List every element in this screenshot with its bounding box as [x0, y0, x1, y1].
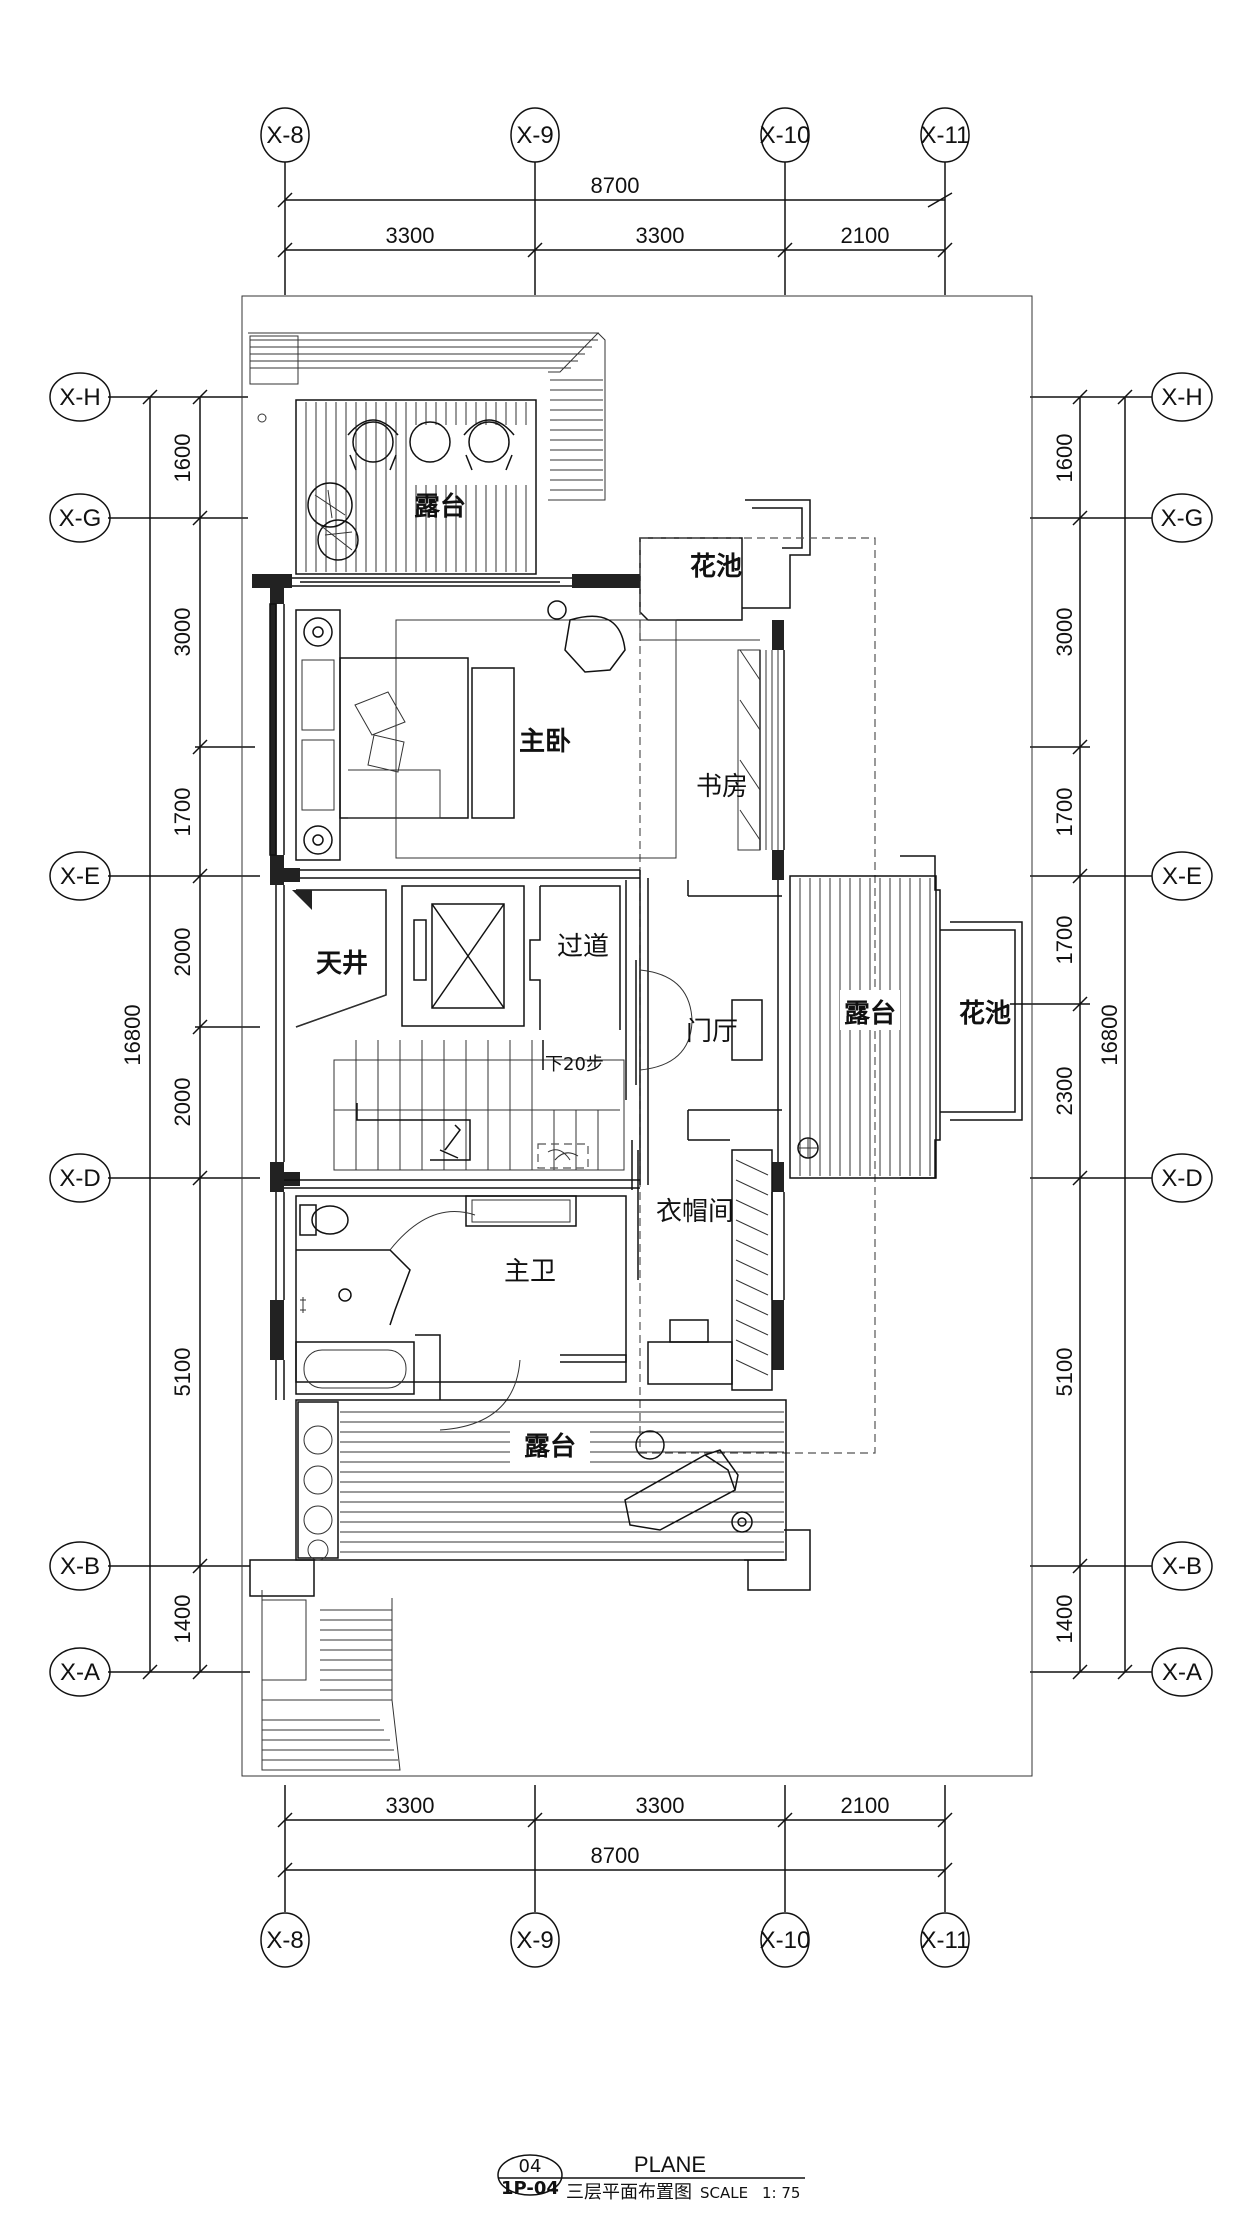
title-scale-label: SCALE	[700, 2184, 748, 2202]
dim-bottom-total: 8700	[591, 1843, 640, 1868]
grid-col-x9-bottom: X-9	[516, 1927, 553, 1954]
right-grid-bubbles: X-H X-G X-E X-D X-B X-A	[1151, 372, 1213, 1697]
grid-col-x9-top: X-9	[516, 122, 553, 149]
terrace-right-label: 露台	[844, 998, 896, 1029]
right-dimensions: 1600 3000 1700 1700 2300 5100 1400 16800	[1010, 389, 1152, 1680]
title-block: 04 1P-04 PLANE 三层平面布置图 SCALE 1: 75	[497, 2152, 805, 2203]
dim-right-6: 5100	[1052, 1348, 1077, 1397]
master-bedroom: 主卧 书房	[295, 600, 760, 861]
dim-bottom-1: 3300	[386, 1793, 435, 1818]
dim-right-2: 3000	[1052, 608, 1077, 657]
grid-row-xg-left: X-G	[59, 505, 102, 532]
title-name: 三层平面布置图	[566, 2182, 692, 2203]
right-terrace: 露台 花池	[789, 855, 1023, 1179]
dim-left-7: 1400	[170, 1595, 195, 1644]
flower-pool-top-label: 花池	[690, 552, 742, 582]
flower-pool-right-label: 花池	[959, 999, 1011, 1029]
master-bedroom-label: 主卧	[519, 727, 571, 757]
cloakroom-label: 衣帽间	[656, 1197, 734, 1227]
grid-col-x8-top: X-8	[266, 122, 303, 149]
dim-right-1: 1600	[1052, 434, 1077, 483]
grid-row-xd-left: X-D	[59, 1165, 100, 1192]
bottom-grid-bubbles: X-8 X-9 X-10 X-11	[260, 1912, 970, 1968]
plant-icon	[307, 482, 359, 561]
dim-right-4: 1700	[1052, 916, 1077, 965]
site-boundary	[241, 295, 1033, 1777]
title-code: 1P-04	[501, 2178, 559, 2199]
grid-row-xe-left: X-E	[60, 863, 100, 890]
top-dimensions: 8700 3300 3300 2100	[277, 162, 953, 295]
grid-row-xd-right: X-D	[1161, 1165, 1202, 1192]
master-bath: 主卫	[295, 1195, 627, 1431]
dim-top-2: 3300	[636, 223, 685, 248]
dim-right-total: 16800	[1097, 1004, 1122, 1065]
left-dimensions: 1600 3000 1700 2000 2000 5100 1400 16800	[108, 389, 260, 1680]
dim-left-3: 1700	[170, 788, 195, 837]
dim-right-3: 1700	[1052, 788, 1077, 837]
grid-row-xh-left: X-H	[59, 384, 100, 411]
master-bath-label: 主卫	[504, 1257, 556, 1287]
dim-left-6: 5100	[170, 1348, 195, 1397]
bathtub-icon	[295, 1341, 415, 1395]
dim-left-5: 2000	[170, 1078, 195, 1127]
bottom-dimensions: 3300 3300 2100 8700	[277, 1785, 953, 1912]
dim-top-3: 2100	[841, 223, 890, 248]
grid-col-x11-bottom: X-11	[921, 1927, 970, 1954]
grid-row-xb-left: X-B	[60, 1553, 100, 1580]
toilet-icon	[299, 1204, 349, 1236]
dim-right-7: 1400	[1052, 1595, 1077, 1644]
title-scale-value: 1: 75	[762, 2184, 800, 2202]
terrace-bottom-label: 露台	[524, 1431, 576, 1462]
corridor-label: 过道	[557, 932, 609, 962]
dim-left-1: 1600	[170, 434, 195, 483]
foyer-label: 门厅	[686, 1017, 738, 1047]
dim-top-1: 3300	[386, 223, 435, 248]
dim-left-2: 3000	[170, 608, 195, 657]
lounger-icon	[624, 1449, 739, 1531]
dim-top-total: 8700	[591, 173, 640, 198]
stairs-note: 下20步	[545, 1054, 604, 1075]
grid-col-x8-bottom: X-8	[266, 1927, 303, 1954]
plant-row-icon	[303, 1425, 333, 1561]
grid-row-xe-right: X-E	[1162, 863, 1202, 890]
dim-bottom-3: 2100	[841, 1793, 890, 1818]
middle-zone: 天井 过道	[292, 880, 782, 1280]
top-terrace: 露台	[248, 332, 606, 575]
grid-row-xb-right: X-B	[1162, 1553, 1202, 1580]
left-grid-bubbles: X-H X-G X-E X-D X-B X-A	[49, 372, 111, 1697]
grid-row-xa-right: X-A	[1162, 1659, 1202, 1686]
grid-row-xa-left: X-A	[60, 1659, 100, 1686]
walls	[252, 574, 785, 1400]
grid-row-xg-right: X-G	[1161, 505, 1204, 532]
atrium-label: 天井	[316, 949, 368, 979]
grid-col-x10-bottom: X-10	[760, 1927, 811, 1954]
table-chairs-icon	[347, 419, 515, 471]
study-label: 书房	[696, 772, 748, 802]
dim-right-5: 2300	[1052, 1067, 1077, 1116]
cloakroom: 衣帽间	[647, 1125, 773, 1391]
grid-col-x10-top: X-10	[760, 122, 811, 149]
title-number: 04	[519, 2156, 542, 2177]
dim-left-total: 16800	[120, 1004, 145, 1065]
top-grid-bubbles: X-8 X-9 X-10 X-11	[260, 107, 970, 163]
title-plane: PLANE	[634, 2152, 706, 2177]
lounge-chair-icon	[547, 600, 626, 673]
bottom-terrace: 露台	[249, 1399, 811, 1771]
grid-row-xh-right: X-H	[1161, 384, 1202, 411]
dim-bottom-2: 3300	[636, 1793, 685, 1818]
terrace-top-label: 露台	[414, 491, 466, 522]
grid-col-x11-top: X-11	[921, 122, 970, 149]
dim-left-4: 2000	[170, 928, 195, 977]
